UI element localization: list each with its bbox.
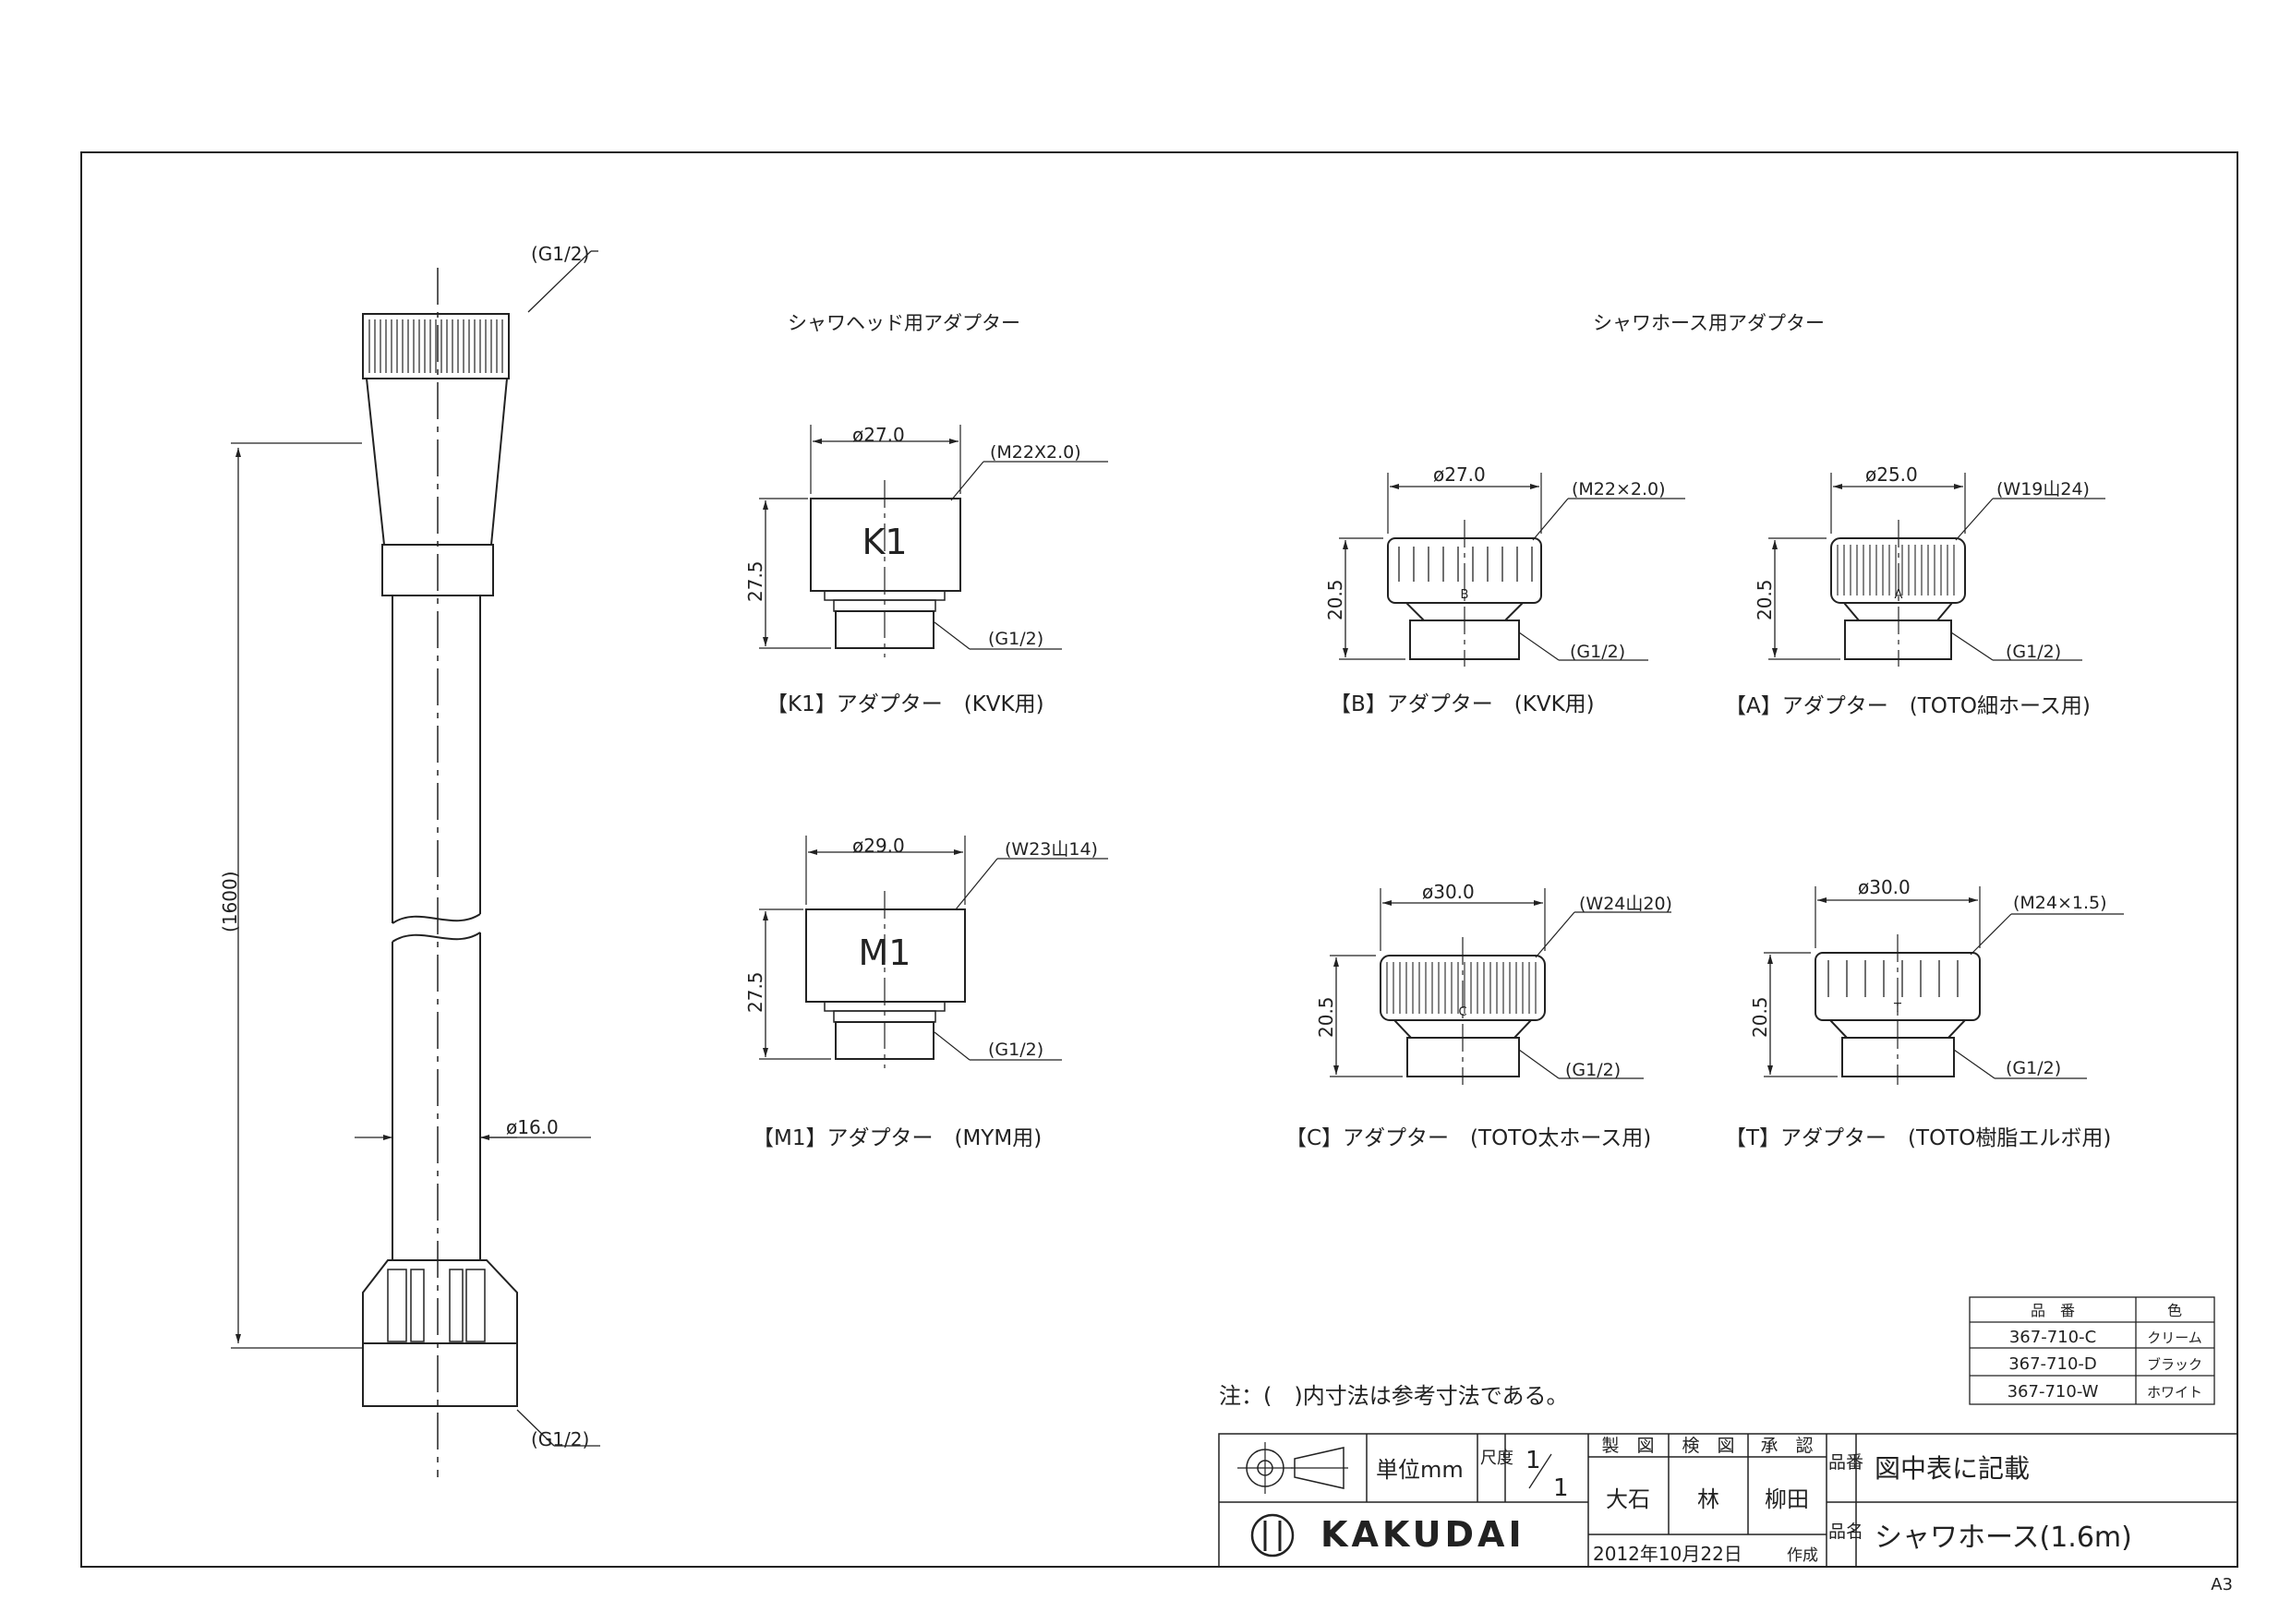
scale-label: 尺度: [1480, 1449, 1513, 1468]
parts-table-row-color: ホワイト: [2147, 1384, 2202, 1401]
m1-height: 27.5: [744, 971, 766, 1013]
b-diameter: ø27.0: [1433, 463, 1486, 486]
hose-top-fitting-label: (G1/2): [531, 243, 589, 265]
drawing-frame: [80, 151, 2238, 1568]
drawing-note: 注：( )内寸法は参考寸法である。: [1219, 1383, 1569, 1409]
c-height: 20.5: [1315, 996, 1337, 1038]
scale-denominator: 1: [1553, 1474, 1569, 1502]
adapter-m1: [759, 836, 1108, 1068]
k1-caption: 【K1】アダプター (KVK用): [766, 692, 1044, 716]
company-logo-text: KAKUDAI: [1320, 1514, 1525, 1555]
checked-by: 林: [1697, 1486, 1719, 1512]
bottom-nut-lower: [362, 1342, 518, 1407]
hose-bottom-fitting-label: (G1/2): [531, 1428, 589, 1450]
c-mark: C: [1458, 1005, 1466, 1019]
head-adapter-section-title: シャワヘッド用アダプター: [788, 312, 1020, 334]
k1-mark: K1: [862, 522, 907, 562]
break-line-upper: [392, 913, 481, 924]
b-height: 20.5: [1324, 579, 1346, 620]
k1-height: 27.5: [744, 560, 766, 602]
c-caption: 【C】アダプター (TOTO太ホース用): [1285, 1126, 1651, 1150]
hose-view: [362, 268, 518, 1477]
unit-label: 単位mm: [1376, 1457, 1464, 1483]
created-label: 作成: [1787, 1546, 1818, 1565]
t-outlet: (G1/2): [2006, 1058, 2061, 1078]
checked-label: 検 図: [1682, 1436, 1734, 1456]
adapter-c: [1330, 888, 1671, 1085]
m1-caption: 【M1】アダプター (MYM用): [753, 1126, 1042, 1150]
b-mark: B: [1461, 588, 1469, 602]
a-mark: A: [1895, 588, 1903, 602]
k1-diameter: ø27.0: [852, 424, 905, 446]
m1-mark: M1: [859, 932, 911, 973]
parts-table-row-color: ブラック: [2147, 1356, 2202, 1373]
t-diameter: ø30.0: [1858, 876, 1911, 898]
a-caption: 【A】アダプター (TOTO細ホース用): [1725, 694, 2091, 718]
hose-diameter-label: ø16.0: [506, 1116, 559, 1138]
m1-thread: (W23山14): [1005, 839, 1098, 860]
bottom-nut-upper: [362, 1259, 518, 1344]
parts-table-row-partno: 367-710-D: [2008, 1354, 2097, 1374]
part-no-label: 品番: [1828, 1452, 1863, 1473]
parts-table-header-partno: 品 番: [2031, 1302, 2075, 1319]
b-thread: (M22×2.0): [1572, 479, 1666, 499]
title-block: [1218, 1433, 2238, 1568]
parts-table-row-color: クリーム: [2147, 1329, 2202, 1346]
hose-collar: [381, 544, 494, 596]
break-line-lower: [392, 932, 481, 943]
k1-thread: (M22X2.0): [990, 442, 1081, 463]
adapter-b: [1339, 473, 1685, 667]
top-nut-knurling: [368, 319, 503, 373]
product-name-value: シャワホース(1.6m): [1875, 1522, 2132, 1554]
parts-table: [1969, 1296, 2215, 1405]
hose-length-label: (1600): [219, 871, 241, 932]
parts-table-header-color: 色: [2167, 1302, 2182, 1319]
a-height: 20.5: [1754, 579, 1776, 620]
k1-outlet: (G1/2): [988, 629, 1043, 649]
drawn-label: 製 図: [1601, 1436, 1654, 1456]
t-caption: 【T】アダプター (TOTO樹脂エルボ用): [1725, 1126, 2111, 1150]
parts-table-row-partno: 367-710-W: [2008, 1382, 2099, 1401]
b-caption: 【B】アダプター (KVK用): [1330, 692, 1595, 716]
c-thread: (W24山20): [1579, 894, 1672, 914]
b-outlet: (G1/2): [1570, 642, 1625, 662]
drawn-by: 大石: [1606, 1486, 1650, 1512]
adapter-k1: [759, 425, 1108, 657]
t-mark: T: [1893, 1002, 1901, 1016]
a-thread: (W19山24): [1996, 479, 2090, 499]
approved-by: 柳田: [1765, 1486, 1809, 1512]
a-outlet: (G1/2): [2006, 642, 2061, 662]
m1-diameter: ø29.0: [852, 835, 905, 857]
m1-outlet: (G1/2): [988, 1040, 1043, 1060]
approved-label: 承 認: [1760, 1436, 1813, 1456]
a-diameter: ø25.0: [1865, 463, 1918, 486]
scale-numerator: 1: [1525, 1447, 1541, 1474]
adapter-a: [1768, 473, 2105, 667]
part-no-value: 図中表に記載: [1875, 1453, 2030, 1484]
kakudai-logo-icon: [1250, 1513, 1295, 1558]
sheet-size-label: A3: [2211, 1575, 2233, 1594]
hose-head-body: [365, 378, 509, 546]
t-thread: (M24×1.5): [2013, 893, 2107, 913]
c-diameter: ø30.0: [1422, 881, 1475, 903]
creation-date: 2012年10月22日: [1593, 1543, 1742, 1565]
t-height: 20.5: [1749, 996, 1771, 1038]
parts-table-row-partno: 367-710-C: [2009, 1328, 2096, 1347]
hose-adapter-section-title: シャワホース用アダプター: [1593, 312, 1825, 334]
product-name-label: 品名: [1828, 1522, 1863, 1542]
c-outlet: (G1/2): [1565, 1060, 1621, 1080]
adapter-t: [1764, 886, 2124, 1085]
